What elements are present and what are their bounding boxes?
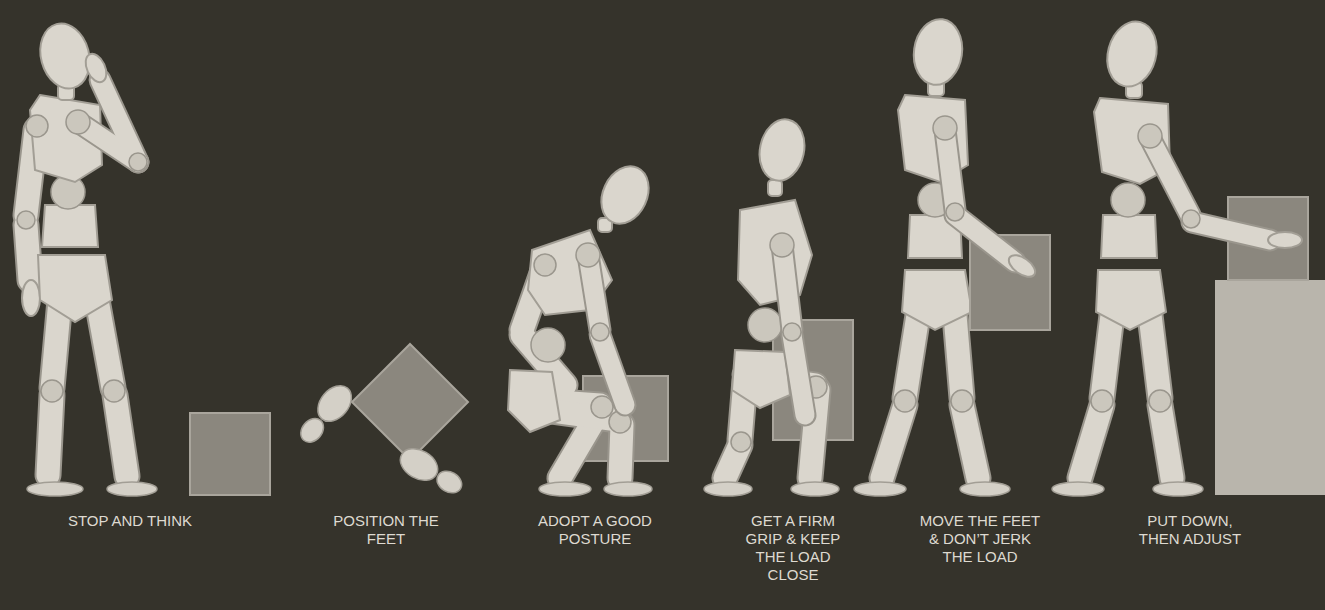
squatting-figure-part: [531, 328, 565, 362]
carrying-figure-part: [902, 270, 972, 330]
squatting-figure-part: [508, 370, 560, 432]
placing-figure-part: [1268, 232, 1302, 248]
squatting-figure-part: [588, 255, 625, 405]
placing-figure-part: [1096, 270, 1166, 330]
gripping-figure-part: [770, 233, 794, 257]
squatting-figure-part: [534, 254, 556, 276]
carrying-figure-part: [946, 203, 964, 221]
placing-figure: [1052, 16, 1325, 496]
feet-position-part: [352, 344, 468, 460]
carrying-figure-part: [945, 130, 1015, 262]
feet-position-part-part: [395, 442, 444, 486]
placing-figure-part: [1080, 315, 1172, 478]
squatting-figure-part: [576, 243, 600, 267]
placing-figure-part: [1153, 482, 1203, 496]
feet-position-part: [293, 379, 358, 449]
thinking-figure-part: [42, 205, 98, 247]
carrying-figure-part: [960, 482, 1010, 496]
carrying-figure: [854, 16, 1050, 496]
carrying-figure-part: [951, 390, 973, 412]
gripping-figure-part: [748, 308, 782, 342]
placing-figure-part: [1150, 138, 1270, 240]
thinking-figure-part: [22, 280, 40, 316]
feet-position-part-part: [296, 414, 328, 447]
gripping-figure-part: [782, 245, 805, 415]
carrying-figure-part: [910, 16, 967, 88]
placing-figure-part: [1111, 183, 1145, 217]
thinking-figure-part: [26, 115, 48, 137]
feet-position-part: [395, 442, 468, 500]
squatting-figure-part: [591, 323, 609, 341]
squatting-figure-part: [592, 159, 657, 232]
squatting-figure-part: [588, 255, 625, 405]
gripping-figure-part: [768, 180, 782, 196]
feet-position-part-part: [433, 467, 466, 497]
carrying-figure-part: [854, 482, 906, 496]
placing-figure-part: [1149, 390, 1171, 412]
gripping-figure-part: [731, 432, 751, 452]
thinking-figure-part: [17, 211, 35, 229]
step-caption: POSITION THE FEET: [331, 512, 441, 548]
thinking-figure-part: [27, 482, 83, 496]
thinking-figure-part: [82, 51, 111, 86]
squatting-figure-part: [604, 482, 652, 496]
step-caption: MOVE THE FEET & DON’T JERK THE LOAD: [918, 512, 1043, 566]
thinking-figure-part: [38, 255, 112, 322]
placing-figure-part: [1138, 124, 1162, 148]
thinking-figure-part: [129, 153, 147, 171]
step-caption: GET A FIRM GRIP & KEEP THE LOAD CLOSE: [741, 512, 846, 584]
carrying-figure-part: [894, 390, 916, 412]
placing-figure-part: [1052, 482, 1104, 496]
carrying-figure-part: [882, 315, 978, 478]
gripping-figure-part: [732, 350, 790, 408]
gripping-figure-part: [738, 200, 812, 305]
carrying-figure-part: [1005, 251, 1039, 281]
feet-position: [293, 344, 468, 501]
gripping-figure-part: [754, 115, 810, 185]
step-caption: ADOPT A GOOD POSTURE: [535, 512, 655, 548]
carrying-figure-part: [945, 130, 1015, 262]
step-caption: STOP AND THINK: [45, 512, 215, 530]
gripping-figure-part: [704, 482, 752, 496]
placing-figure-part: [1080, 315, 1172, 478]
thinking-figure-part: [66, 110, 90, 134]
thinking-figure-part: [103, 380, 125, 402]
placing-figure-part: [1182, 210, 1200, 228]
squatting-figure-part: [539, 482, 591, 496]
gripping-figure-part: [783, 323, 801, 341]
placing-figure-part: [1150, 138, 1270, 240]
carrying-figure-part: [933, 116, 957, 140]
placing-figure-part: [1101, 215, 1157, 258]
carrying-figure-part: [882, 315, 978, 478]
step-caption: PUT DOWN, THEN ADJUST: [1128, 512, 1253, 548]
gripping-figure: [704, 115, 853, 496]
placing-figure-part: [1100, 16, 1163, 92]
squatting-figure-part: [591, 396, 613, 418]
placing-figure-part: [1091, 390, 1113, 412]
thinking-figure-part: [107, 482, 157, 496]
thinking-figure: [17, 18, 270, 496]
gripping-figure-part: [782, 245, 805, 415]
thinking-figure-part: [41, 380, 63, 402]
squatting-figure: [508, 159, 668, 496]
shelf-block: [1215, 280, 1325, 495]
load-box: [190, 413, 270, 495]
gripping-figure-part: [791, 482, 839, 496]
